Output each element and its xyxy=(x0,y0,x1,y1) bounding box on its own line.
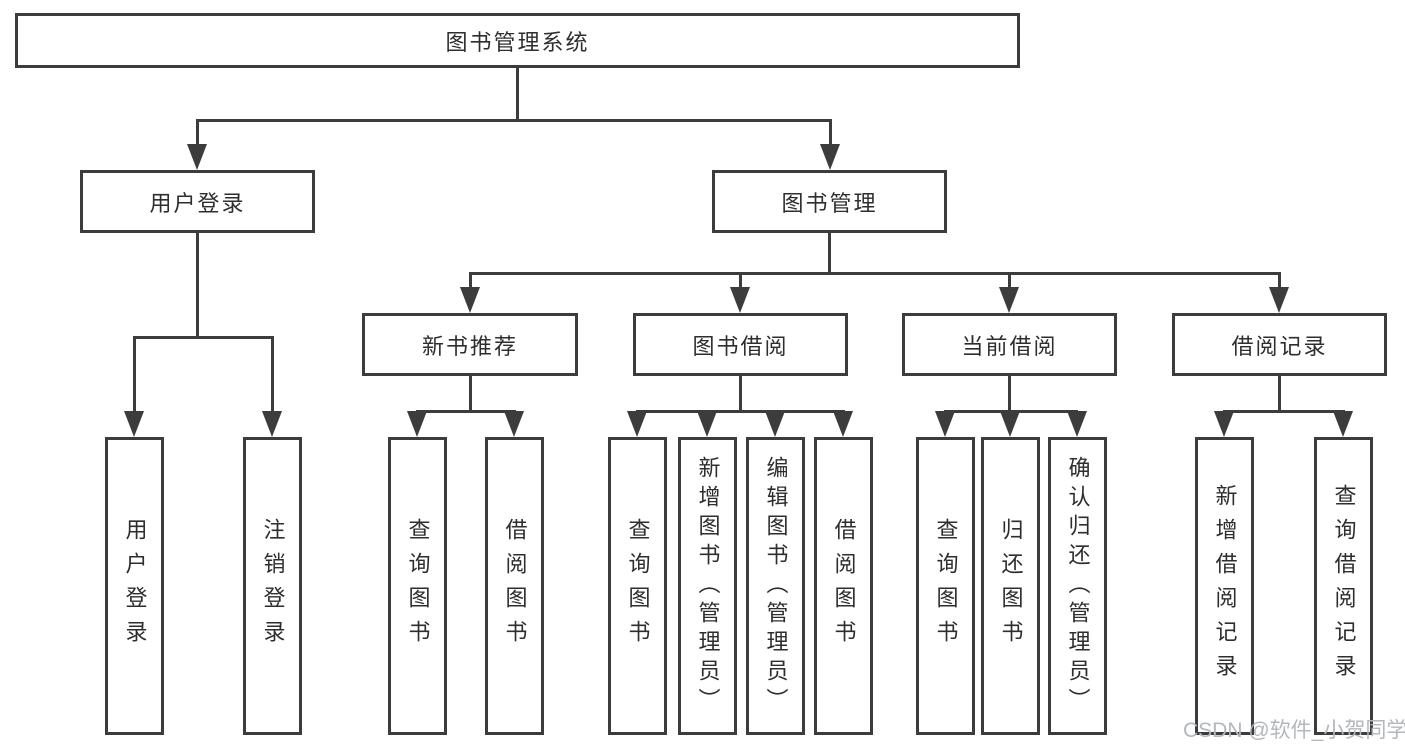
connector-line xyxy=(1223,410,1345,413)
connector-line xyxy=(1008,376,1011,411)
leaf-return-books: 归还图书 xyxy=(981,437,1040,735)
node-label: 借阅记录 xyxy=(1231,333,1328,359)
arrow-down-icon xyxy=(833,411,853,437)
node-new-book-recommend: 新书推荐 xyxy=(362,313,578,376)
leaf-user-login: 用户登录 xyxy=(105,437,164,735)
leaf-query-books-recommend: 查询图书 xyxy=(388,437,447,735)
connector-line xyxy=(829,119,832,147)
arrow-down-icon xyxy=(820,144,840,170)
connector-line xyxy=(469,272,1281,275)
leaf-label: 用户登录 xyxy=(122,518,148,654)
node-label: 当前借阅 xyxy=(961,333,1058,359)
leaf-label: 查询图书 xyxy=(625,518,651,654)
leaf-label: 借阅图书 xyxy=(831,518,857,654)
arrow-down-icon xyxy=(262,411,282,437)
connector-line xyxy=(739,376,742,411)
arrow-down-icon xyxy=(124,411,144,437)
leaf-query-borrow-record: 查询借阅记录 xyxy=(1314,437,1373,735)
node-current-borrowing: 当前借阅 xyxy=(902,313,1117,376)
leaf-confirm-return-admin: 确认归还（管理员） xyxy=(1048,437,1107,735)
arrow-down-icon xyxy=(697,411,717,437)
node-label: 图书借阅 xyxy=(692,333,789,359)
connector-line xyxy=(196,119,832,122)
connector-line xyxy=(133,336,274,339)
leaf-add-borrow-record: 新增借阅记录 xyxy=(1195,437,1254,735)
connector-line xyxy=(636,410,845,413)
leaf-edit-books-admin: 编辑图书（管理员） xyxy=(746,437,805,735)
connector-line xyxy=(516,68,519,120)
connector-line xyxy=(133,336,136,412)
connector-line xyxy=(1008,272,1011,288)
node-user-login: 用户登录 xyxy=(80,170,315,233)
node-library-management-system: 图书管理系统 xyxy=(15,13,1020,68)
leaf-query-books-current: 查询图书 xyxy=(916,437,975,735)
leaf-label: 查询借阅记录 xyxy=(1331,484,1357,688)
arrow-down-icon xyxy=(1067,411,1087,437)
arrow-down-icon xyxy=(730,287,750,313)
arrow-down-icon xyxy=(187,144,207,170)
leaf-label: 编辑图书（管理员） xyxy=(763,455,789,717)
leaf-label: 新增借阅记录 xyxy=(1212,484,1238,688)
leaf-add-books-admin: 新增图书（管理员） xyxy=(678,437,737,735)
connector-line xyxy=(271,336,274,412)
node-borrowing-records: 借阅记录 xyxy=(1172,313,1387,376)
leaf-label: 新增图书（管理员） xyxy=(695,455,721,717)
node-book-borrowing: 图书借阅 xyxy=(633,313,848,376)
leaf-label: 确认归还（管理员） xyxy=(1065,455,1091,717)
leaf-query-books-borrowing: 查询图书 xyxy=(608,437,667,735)
arrow-down-icon xyxy=(999,287,1019,313)
arrow-down-icon xyxy=(1000,411,1020,437)
arrow-down-icon xyxy=(765,411,785,437)
leaf-label: 查询图书 xyxy=(405,518,431,654)
arrow-down-icon xyxy=(935,411,955,437)
arrow-down-icon xyxy=(407,411,427,437)
node-label: 图书管理系统 xyxy=(445,29,590,55)
leaf-borrow-books-borrowing: 借阅图书 xyxy=(814,437,873,735)
connector-line xyxy=(1278,272,1281,288)
arrow-down-icon xyxy=(627,411,647,437)
node-label: 图书管理 xyxy=(781,190,878,216)
arrow-down-icon xyxy=(1214,411,1234,437)
arrow-down-icon xyxy=(460,287,480,313)
connector-line xyxy=(469,272,472,288)
leaf-logout: 注销登录 xyxy=(243,437,302,735)
node-label: 用户登录 xyxy=(149,190,246,216)
connector-line xyxy=(828,233,831,273)
leaf-label: 归还图书 xyxy=(998,518,1024,654)
arrow-down-icon xyxy=(1333,411,1353,437)
arrow-down-icon xyxy=(1269,287,1289,313)
leaf-borrow-books-recommend: 借阅图书 xyxy=(485,437,544,735)
node-book-management: 图书管理 xyxy=(712,170,947,233)
arrow-down-icon xyxy=(504,411,524,437)
connector-line xyxy=(416,410,516,413)
connector-line xyxy=(196,233,199,337)
connector-line xyxy=(1278,376,1281,411)
leaf-label: 借阅图书 xyxy=(502,518,528,654)
leaf-label: 注销登录 xyxy=(260,518,286,654)
connector-line xyxy=(739,272,742,288)
connector-line xyxy=(469,376,472,411)
node-label: 新书推荐 xyxy=(421,333,518,359)
leaf-label: 查询图书 xyxy=(933,518,959,654)
connector-line xyxy=(196,119,199,147)
csdn-watermark: CSDN @软件_小贺同学 xyxy=(1183,719,1405,742)
